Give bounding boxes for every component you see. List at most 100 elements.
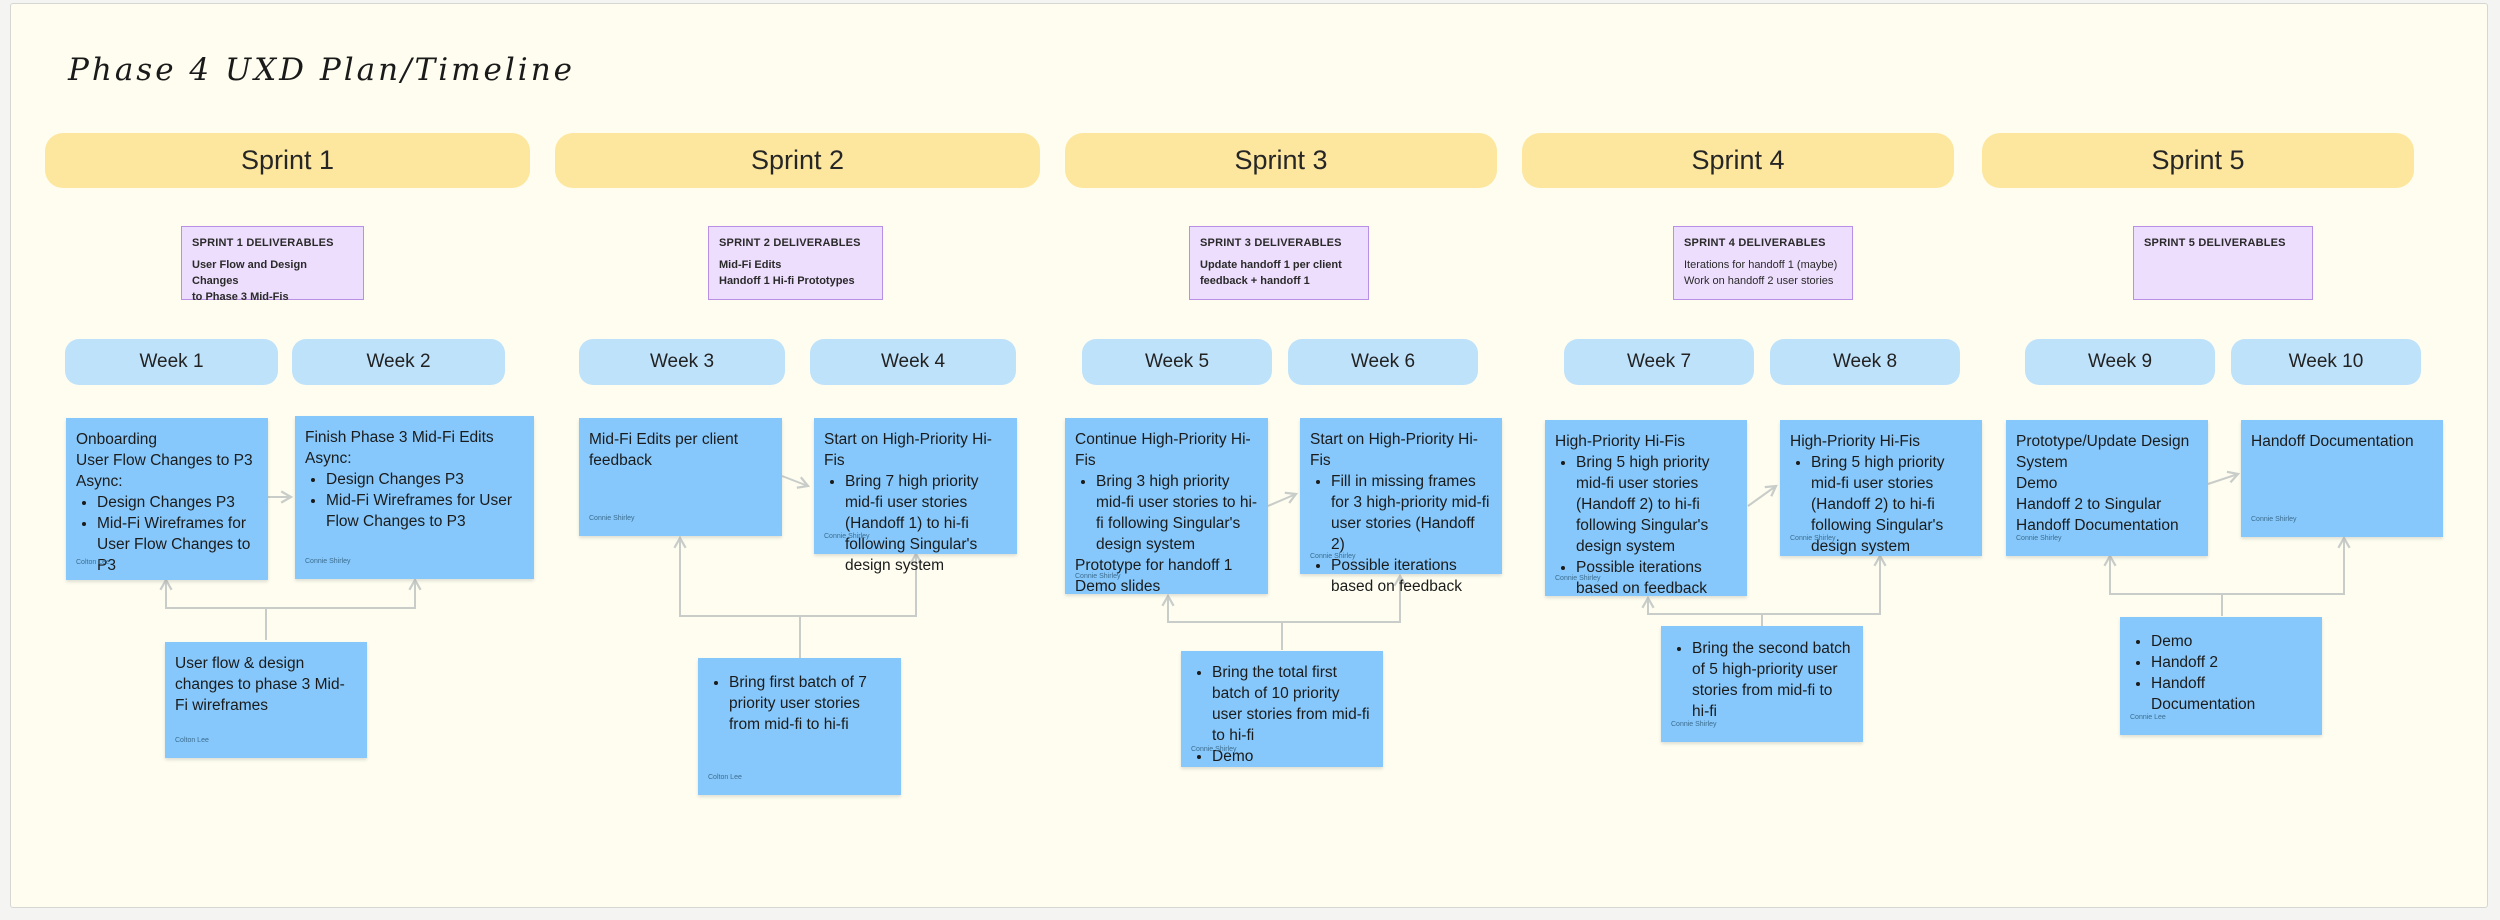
deliverables-line: Update handoff 1 per client	[1200, 259, 1342, 271]
note-line: Async:	[76, 473, 123, 490]
note-line: Onboarding	[76, 431, 158, 448]
sticky-note-sprint-1-summary[interactable]: User flow & design changes to phase 3 Mi…	[165, 642, 367, 758]
sprint-3-header[interactable]: Sprint 3	[1065, 133, 1497, 188]
note-line: Handoff 2 to Singular	[2016, 496, 2162, 513]
note-line: Handoff Documentation	[2251, 433, 2414, 450]
deliverables-title: SPRINT 2 DELIVERABLES	[719, 237, 861, 249]
note-bullet: Bring 3 high priority mid-fi user storie…	[1096, 471, 1258, 555]
sprint-5-deliverables-card[interactable]: SPRINT 5 DELIVERABLES	[2133, 226, 2313, 300]
note-bullet: Possible iterations based on feedback	[1331, 555, 1492, 597]
note-author: Connie Shirley	[1671, 721, 1717, 728]
note-author: Connie Shirley	[1555, 575, 1601, 582]
note-line: User Flow Changes to P3	[76, 452, 253, 469]
sticky-note-sprint-4-summary[interactable]: Bring the second batch of 5 high-priorit…	[1661, 626, 1863, 742]
note-author: Connie Shirley	[305, 558, 351, 565]
note-bullet: Bring 7 high priority mid-fi user storie…	[845, 471, 1007, 576]
note-bullet: Bring 5 high priority mid-fi user storie…	[1811, 452, 1972, 557]
note-bullet: Demo	[1212, 746, 1373, 767]
deliverables-line: User Flow and Design Changes	[192, 259, 307, 287]
sticky-note-week-10[interactable]: Handoff Documentation Connie Shirley	[2241, 420, 2443, 537]
sprint-3-deliverables-card[interactable]: SPRINT 3 DELIVERABLES Update handoff 1 p…	[1189, 226, 1369, 300]
board-title: Phase 4 UXD Plan/Timeline	[68, 52, 576, 88]
note-author: Connie Shirley	[1191, 746, 1237, 753]
sprint-1-deliverables-card[interactable]: SPRINT 1 DELIVERABLES User Flow and Desi…	[181, 226, 364, 303]
sticky-note-week-7[interactable]: High-Priority Hi-Fis Bring 5 high priori…	[1545, 420, 1747, 599]
note-author: Colton Lee	[175, 737, 209, 744]
note-line: High-Priority Hi-Fis	[1790, 433, 1921, 450]
note-line: Demo	[2016, 475, 2058, 492]
note-line: Handoff Documentation	[2016, 517, 2179, 534]
sticky-note-week-1[interactable]: Onboarding User Flow Changes to P3 Async…	[66, 418, 268, 580]
sprint-2-deliverables-card[interactable]: SPRINT 2 DELIVERABLES Mid-Fi Edits Hando…	[708, 226, 883, 300]
note-author: Colton Lee	[76, 559, 110, 566]
note-bullet: Demo	[2151, 631, 2312, 652]
deliverables-line: to Phase 3 Mid-Fis	[192, 291, 289, 303]
note-author: Connie Shirley	[2251, 516, 2297, 523]
note-bullet: Mid-Fi Wireframes for User Flow Changes …	[326, 490, 524, 532]
sticky-note-week-5[interactable]: Continue High-Priority Hi-Fis Bring 3 hi…	[1065, 418, 1268, 595]
note-author: Connie Shirley	[824, 533, 870, 540]
deliverables-title: SPRINT 3 DELIVERABLES	[1200, 237, 1342, 249]
week-4-pill[interactable]: Week 4	[810, 339, 1016, 385]
sprint-5-header[interactable]: Sprint 5	[1982, 133, 2414, 188]
sticky-note-week-8[interactable]: High-Priority Hi-Fis Bring 5 high priori…	[1780, 420, 1982, 556]
week-5-pill[interactable]: Week 5	[1082, 339, 1272, 385]
week-10-pill[interactable]: Week 10	[2231, 339, 2421, 385]
note-bullet: Design Changes P3	[97, 492, 258, 513]
note-line: Continue High-Priority Hi-Fis	[1075, 431, 1251, 469]
note-bullet: Handoff 2	[2151, 652, 2312, 673]
sticky-note-sprint-5-summary[interactable]: Demo Handoff 2 Handoff Documentation Con…	[2120, 617, 2322, 735]
note-line: Prototype/Update Design System	[2016, 433, 2190, 471]
deliverables-line: Mid-Fi Edits	[719, 259, 782, 271]
sprint-2-header[interactable]: Sprint 2	[555, 133, 1040, 188]
note-bullet: Fill in missing frames for 3 high-priori…	[1331, 471, 1492, 555]
note-bullet: Handoff Documentation	[2151, 673, 2312, 715]
sprint-1-header[interactable]: Sprint 1	[45, 133, 530, 188]
note-author: Connie Lee	[2130, 714, 2166, 721]
deliverables-title: SPRINT 4 DELIVERABLES	[1684, 237, 1826, 249]
note-line: Finish Phase 3 Mid-Fi Edits	[305, 429, 494, 446]
week-9-pill[interactable]: Week 9	[2025, 339, 2215, 385]
week-8-pill[interactable]: Week 8	[1770, 339, 1960, 385]
sticky-note-sprint-2-summary[interactable]: Bring first batch of 7 priority user sto…	[698, 658, 901, 795]
week-2-pill[interactable]: Week 2	[292, 339, 505, 385]
note-line: Mid-Fi Edits per client feedback	[589, 431, 739, 469]
note-bullet: Bring 5 high priority mid-fi user storie…	[1576, 452, 1737, 557]
sprint-4-deliverables-card[interactable]: SPRINT 4 DELIVERABLES Iterations for han…	[1673, 226, 1853, 300]
sticky-note-week-6[interactable]: Start on High-Priority Hi-Fis Fill in mi…	[1300, 418, 1502, 595]
note-line: User flow & design changes to phase 3 Mi…	[175, 655, 345, 714]
sticky-note-sprint-3-summary[interactable]: Bring the total first batch of 10 priori…	[1181, 651, 1383, 767]
week-1-pill[interactable]: Week 1	[65, 339, 278, 385]
note-author: Connie Shirley	[1310, 553, 1356, 560]
note-author: Connie Shirley	[589, 515, 635, 522]
note-bullet: Possible iterations based on feedback	[1576, 557, 1737, 599]
sticky-note-week-4[interactable]: Start on High-Priority Hi-Fis Bring 7 hi…	[814, 418, 1017, 574]
note-author: Colton Lee	[708, 774, 742, 781]
deliverables-title: SPRINT 1 DELIVERABLES	[192, 237, 334, 249]
note-author: Connie Shirley	[1790, 535, 1836, 542]
note-bullet: Bring first batch of 7 priority user sto…	[729, 672, 891, 735]
sticky-note-week-9[interactable]: Prototype/Update Design System Demo Hand…	[2006, 420, 2208, 556]
week-3-pill[interactable]: Week 3	[579, 339, 785, 385]
sticky-note-week-3[interactable]: Mid-Fi Edits per client feedback Connie …	[579, 418, 782, 536]
deliverables-line: Iterations for handoff 1 (maybe)	[1684, 259, 1838, 271]
note-line: Start on High-Priority Hi-Fis	[1310, 431, 1478, 469]
sprint-4-header[interactable]: Sprint 4	[1522, 133, 1954, 188]
note-bullet: Mid-Fi Wireframes for User Flow Changes …	[97, 513, 258, 576]
note-line: Start on High-Priority Hi-Fis	[824, 431, 992, 469]
note-line: High-Priority Hi-Fis	[1555, 433, 1686, 450]
note-line: Prototype for handoff 1	[1075, 557, 1233, 574]
sticky-note-week-2[interactable]: Finish Phase 3 Mid-Fi Edits Async: Desig…	[295, 416, 534, 579]
note-line: Demo slides	[1075, 578, 1161, 595]
deliverables-line: Work on handoff 2 user stories	[1684, 275, 1834, 287]
note-author: Connie Shirley	[1075, 573, 1121, 580]
deliverables-line: Handoff 1 Hi-fi Prototypes	[719, 275, 855, 287]
note-bullet: Bring the second batch of 5 high-priorit…	[1692, 638, 1853, 722]
week-7-pill[interactable]: Week 7	[1564, 339, 1754, 385]
note-line: Async:	[305, 450, 352, 467]
note-author: Connie Shirley	[2016, 535, 2062, 542]
week-6-pill[interactable]: Week 6	[1288, 339, 1478, 385]
note-bullet: Design Changes P3	[326, 469, 524, 490]
note-bullet: Bring the total first batch of 10 priori…	[1212, 662, 1373, 746]
deliverables-title: SPRINT 5 DELIVERABLES	[2144, 237, 2286, 249]
